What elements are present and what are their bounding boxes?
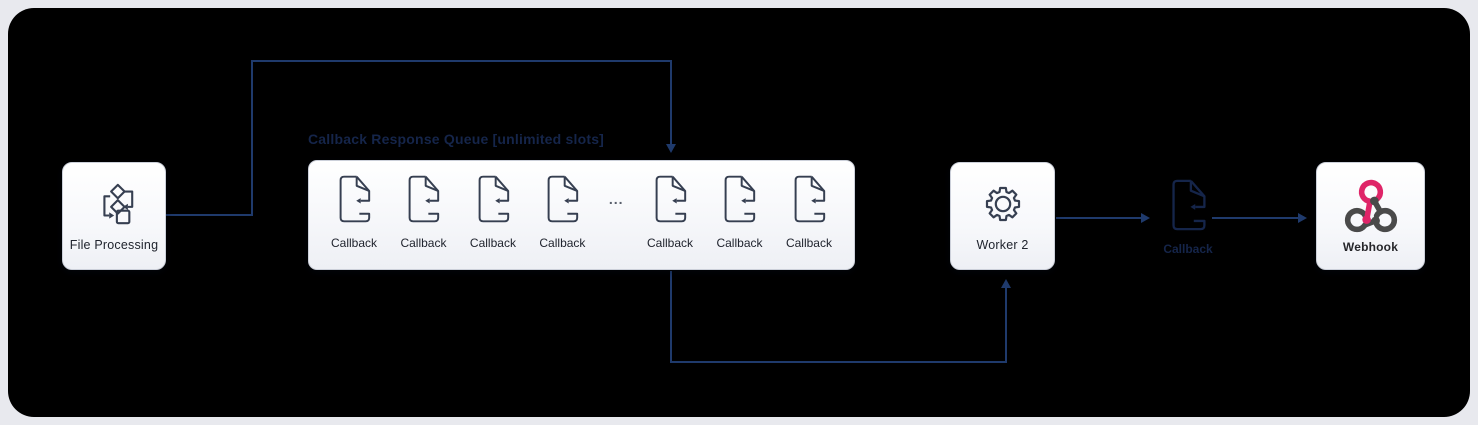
callback-label: Callback [647,236,694,250]
callback-document-icon [339,175,371,223]
queue-title: Callback Response Queue [unlimited slots… [308,131,605,147]
file-processing-node: File Processing [62,162,166,270]
callback-queue-panel: Callback Callback [308,160,855,270]
webhook-label: Webhook [1342,240,1399,254]
transit-callback: Callback [1158,178,1218,256]
callback-label: Callback [785,236,832,250]
callback-document-icon [794,175,826,223]
callback-document-icon [409,175,440,223]
webhook-node: Webhook [1316,162,1425,270]
callback-label: Callback [539,236,586,250]
worker-node: Worker 2 [950,162,1055,270]
callback-item: Callback [786,174,832,250]
webhook-icon [1344,179,1397,233]
file-processing-label: File Processing [69,237,159,252]
callback-document-icon [548,175,579,223]
callback-item: Callback [647,174,693,250]
callback-label: Callback [716,236,763,250]
worker-label: Worker 2 [976,237,1029,252]
callback-label: Callback [330,236,378,250]
callback-item: Callback [400,174,446,250]
callback-document-icon [725,175,756,223]
callback-document-icon [655,175,687,223]
transit-callback-label: Callback [1163,242,1213,256]
webhook-node-dot-left [1361,215,1371,224]
callback-document-icon [478,175,510,223]
callback-item: Callback [539,174,585,250]
webhook-node-dot-right [1370,216,1380,226]
callback-label: Callback [469,236,516,250]
callback-item: Callback [331,174,377,250]
queue-ellipsis: ... [608,191,624,207]
callback-item: Callback [470,174,516,250]
callback-item: Callback [716,174,763,250]
webhook-node-dot-top [1369,196,1379,206]
gear-icon [985,186,1020,221]
flowchart-icon [103,183,134,224]
callback-label: Callback [400,236,447,250]
transit-callback-document-icon [1172,179,1206,231]
